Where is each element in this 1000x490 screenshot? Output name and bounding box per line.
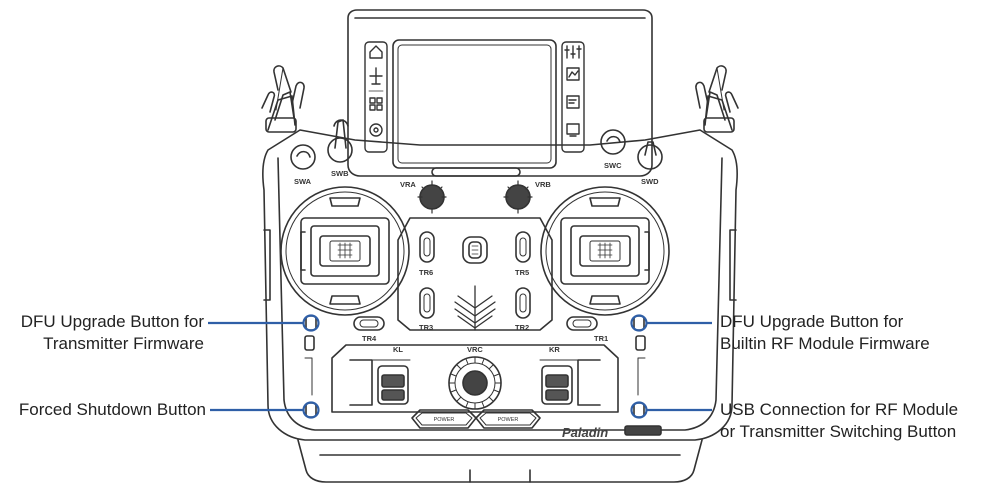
label-tr3: TR3 — [419, 323, 433, 332]
knob-vra — [417, 180, 447, 214]
transmitter-body — [262, 129, 738, 441]
label-swa: SWA — [294, 177, 312, 186]
callout-ring-forced-shutdown — [302, 401, 320, 419]
speaker-slot — [431, 167, 521, 177]
callout-ring-dfu-rf-module — [630, 314, 648, 332]
callout-ring-dfu-transmitter — [302, 314, 320, 332]
label-tr2: TR2 — [515, 323, 529, 332]
dfu-button-transmitter — [305, 315, 317, 331]
display-screen — [392, 39, 557, 169]
sliders-icon — [564, 45, 582, 59]
home-icon — [369, 45, 383, 59]
label-swb: SWB — [331, 169, 349, 178]
trim-tr5 — [515, 231, 531, 263]
side-port-right — [635, 335, 646, 351]
gear-icon — [369, 123, 383, 137]
document-edit-icon — [566, 95, 580, 109]
callout-dfu-transmitter-line2: Transmitter Firmware — [43, 334, 204, 353]
label-kr: KR — [549, 345, 560, 354]
brand-logo — [454, 285, 496, 331]
label-tr6: TR6 — [419, 268, 433, 277]
transmitter-base — [297, 439, 703, 483]
label-tr5: TR5 — [515, 268, 529, 277]
knob-vrb — [503, 180, 533, 214]
dfu-button-rf-module — [633, 315, 645, 331]
callout-forced-shutdown-line1: Forced Shutdown Button — [18, 400, 206, 419]
airplane-icon — [369, 67, 383, 85]
brand-name: Paladin — [562, 425, 608, 440]
screen-housing — [347, 9, 653, 177]
chart-edit-icon — [566, 67, 580, 81]
brand-plate-badge — [624, 425, 662, 436]
lower-control-area — [331, 344, 619, 413]
grid-icon — [369, 97, 376, 104]
trim-tr6 — [419, 231, 435, 263]
callout-dfu-rf-module: DFU Upgrade Button for Builtin RF Module… — [720, 311, 930, 355]
label-swd: SWD — [641, 177, 659, 186]
callout-dfu-rf-module-line1: DFU Upgrade Button for — [720, 312, 904, 331]
center-button — [462, 236, 488, 264]
right-gimbal — [540, 186, 670, 316]
trim-tr4 — [353, 316, 385, 331]
switch-swa — [290, 144, 316, 170]
switch-swb — [327, 119, 353, 163]
label-vra: VRA — [400, 180, 416, 189]
left-top-switches — [261, 65, 305, 133]
usb-switch-button — [633, 402, 645, 418]
label-kl: KL — [393, 345, 403, 354]
button-kr — [541, 365, 573, 405]
callout-dfu-transmitter: DFU Upgrade Button for Transmitter Firmw… — [21, 311, 204, 355]
label-vrc: VRC — [467, 345, 483, 354]
callout-dfu-transmitter-line1: DFU Upgrade Button for — [20, 312, 204, 331]
trim-tr2 — [515, 287, 531, 319]
forced-shutdown-button — [305, 402, 317, 418]
screen-right-icons — [561, 41, 585, 153]
switch-swc — [600, 129, 626, 155]
callout-usb-connection-line1: USB Connection for RF Module — [720, 400, 959, 419]
center-panel — [397, 217, 553, 331]
knob-vrc — [448, 356, 502, 410]
switch-swd — [637, 141, 663, 170]
power-button-right — [475, 409, 541, 429]
label-tr1: TR1 — [594, 334, 608, 343]
callout-forced-shutdown: Forced Shutdown Button — [19, 399, 206, 421]
callout-usb-connection: USB Connection for RF Module or Transmit… — [720, 399, 958, 443]
button-kl — [377, 365, 409, 405]
trim-tr1 — [566, 316, 598, 331]
callout-dfu-rf-module-line2: Builtin RF Module Firmware — [720, 334, 930, 353]
callout-usb-connection-line2: or Transmitter Switching Button — [720, 422, 957, 441]
side-port-left — [304, 335, 315, 351]
left-gimbal — [280, 186, 410, 316]
label-vrb: VRB — [535, 180, 551, 189]
screen-left-icons — [364, 41, 388, 153]
label-power-left: POWER — [434, 417, 455, 423]
label-tr4: TR4 — [362, 334, 377, 343]
trim-tr3 — [419, 287, 435, 319]
display-edit-icon — [566, 123, 580, 135]
label-power-right: POWER — [498, 417, 519, 423]
right-top-switches — [695, 65, 739, 133]
callout-ring-usb-connection — [630, 401, 648, 419]
label-swc: SWC — [604, 161, 622, 170]
